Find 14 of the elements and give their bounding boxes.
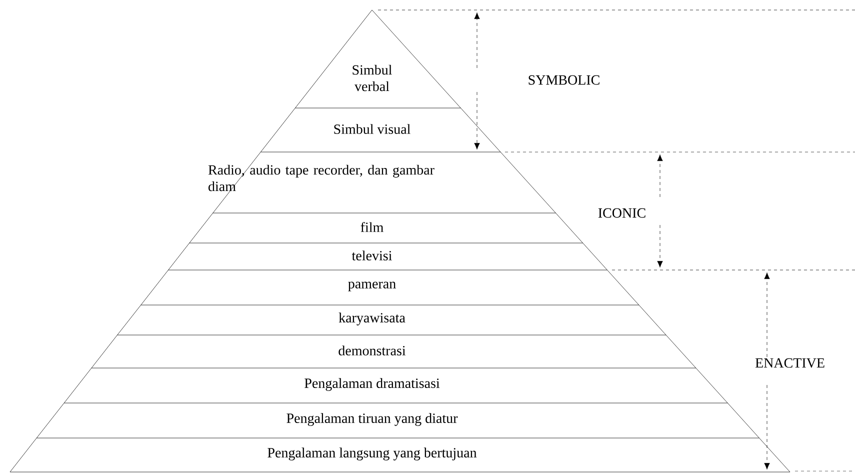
pyramid-layer: Pengalaman langsung yang bertujuan <box>10 438 790 472</box>
pyramid-layer: Simbul verbal <box>295 10 461 108</box>
pyramid-layer: Simbul visual <box>260 108 501 152</box>
pyramid-layer: pameran <box>140 270 640 306</box>
pyramid-layer: Pengalaman dramatisasi <box>64 368 728 404</box>
pyramid-layer: karyawisata <box>117 304 666 336</box>
level-label: SYMBOLIC <box>528 75 600 85</box>
pyramid-layer: film <box>189 212 583 244</box>
pyramid-layer: televisi <box>168 242 608 270</box>
pyramid-layer: demonstrasi <box>91 334 696 368</box>
pyramid-layer: Pengalaman tiruan yang diatur <box>36 402 760 438</box>
pyramid-layer: Radio, audio tape recorder, dan gambar diam <box>208 152 556 214</box>
level-label: ICONIC <box>598 208 646 218</box>
level-label: ENACTIVE <box>755 358 824 368</box>
